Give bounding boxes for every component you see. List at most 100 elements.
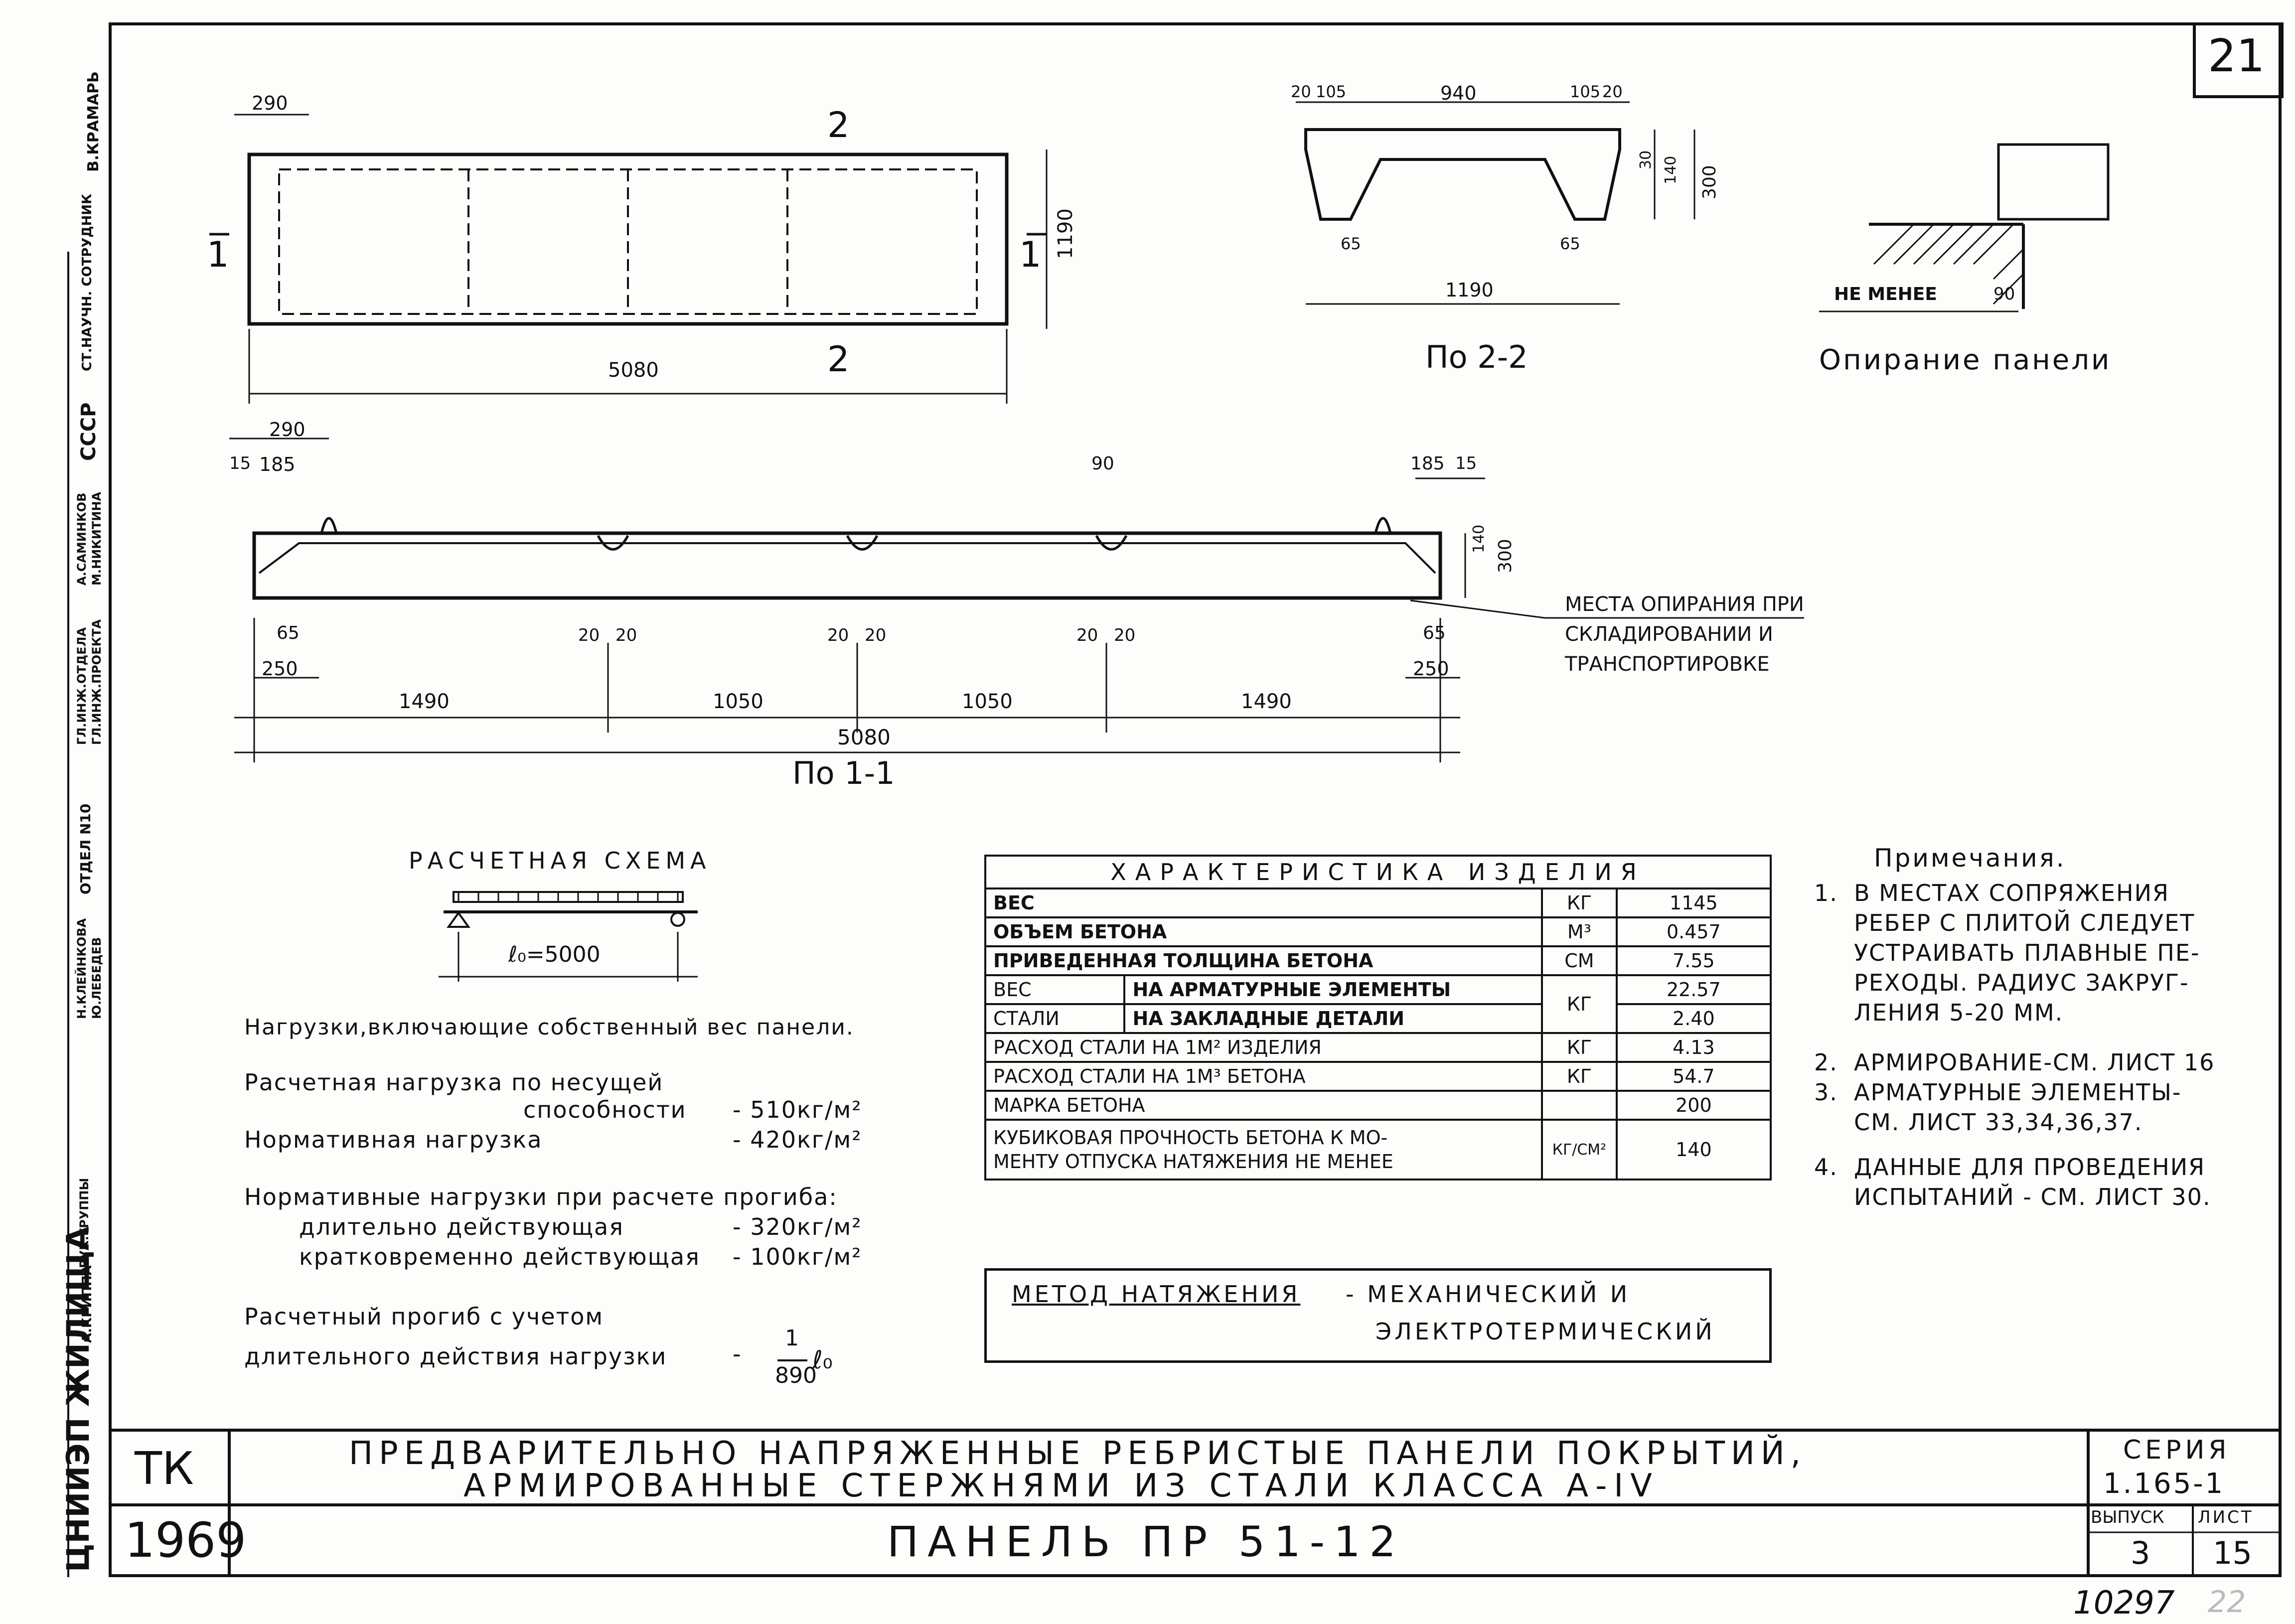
table-row: СТАЛИ НА ЗАКЛАДНЫЕ ДЕТАЛИ 2.40 bbox=[984, 1003, 1772, 1034]
notes-title: Примечания. bbox=[1874, 844, 2066, 873]
archive-number: 10297 bbox=[2073, 1585, 2175, 1622]
s22-dim-140: 140 bbox=[1662, 155, 1680, 184]
s11-dim-15b: 15 bbox=[1455, 453, 1477, 473]
s11-dim-15a: 15 bbox=[229, 453, 251, 473]
s11-span-2: 1050 bbox=[713, 690, 764, 713]
s22-dim-940: 940 bbox=[1440, 82, 1477, 104]
s22-dim-65a: 65 bbox=[1341, 234, 1361, 253]
sheet-label: ЛИСТ bbox=[2198, 1507, 2254, 1527]
s22-dim-20b: 20 bbox=[1602, 82, 1623, 101]
normative-load: Нормативная нагрузка bbox=[244, 1126, 543, 1153]
sheet-number: 21 bbox=[2208, 30, 2265, 82]
design-load-value: - 510кг/м² bbox=[733, 1096, 862, 1123]
tension-method-label: МЕТОД НАТЯЖЕНИЯ bbox=[1012, 1281, 1301, 1308]
title-line-1: ПРЕДВАРИТЕЛЬНО НАПРЯЖЕННЫЕ РЕБРИСТЫЕ ПАН… bbox=[349, 1435, 1807, 1472]
s11-caption: По 1-1 bbox=[792, 755, 895, 791]
s11-dim-65a: 65 bbox=[277, 623, 300, 643]
s11-note-2: СКЛАДИРОВАНИИ И bbox=[1565, 623, 1773, 646]
deflection-num: 1 bbox=[785, 1326, 799, 1351]
table-row: ПРИВЕДЕННАЯ ТОЛЩИНА БЕТОНА СМ 7.55 bbox=[984, 945, 1772, 976]
characteristics-table: ХАРАКТЕРИСТИКА ИЗДЕЛИЯ ВЕС КГ 1145 ОБЪЕМ… bbox=[984, 855, 1772, 1181]
s11-dim-290: 290 bbox=[269, 419, 306, 441]
note-3-l2: СМ. ЛИСТ 33,34,36,37. bbox=[1854, 1109, 2143, 1136]
design-load-l1: Расчетная нагрузка по несущей bbox=[244, 1069, 664, 1096]
long-term-value: - 320кг/м² bbox=[733, 1213, 862, 1240]
strength-l1: КУБИКОВАЯ ПРОЧНОСТЬ БЕТОНА К МО- bbox=[993, 1127, 1388, 1149]
s11-span-3: 1050 bbox=[962, 690, 1013, 713]
table-row: ОБЪЕМ БЕТОНА М³ 0.457 bbox=[984, 916, 1772, 947]
short-term: кратковременно действующая bbox=[299, 1243, 700, 1270]
title-panel-name: ПАНЕЛЬ ПР 51-12 bbox=[887, 1517, 1405, 1566]
s11-dim-20f: 20 bbox=[1114, 625, 1136, 645]
note-4-l2: ИСПЫТАНИЙ - СМ. ЛИСТ 30. bbox=[1854, 1183, 2211, 1210]
s11-span-1: 1490 bbox=[399, 690, 450, 713]
s11-dim-250a: 250 bbox=[262, 658, 298, 680]
support-caption: Опирание панели bbox=[1819, 344, 2112, 376]
title-org: ТК bbox=[135, 1443, 194, 1495]
table-row: КУБИКОВАЯ ПРОЧНОСТЬ БЕТОНА К МО- МЕНТУ О… bbox=[984, 1119, 1772, 1181]
s11-dim-20a: 20 bbox=[578, 625, 600, 645]
plan-dim-290: 290 bbox=[252, 92, 288, 114]
deflection-l2: длительного действия нагрузки bbox=[244, 1343, 667, 1370]
deflection-den: 890 bbox=[775, 1363, 817, 1388]
s11-dim-185a: 185 bbox=[259, 453, 296, 475]
deflection-suffix: ℓ₀ bbox=[812, 1345, 833, 1374]
title-year: 1969 bbox=[125, 1512, 247, 1568]
s11-dim-20e: 20 bbox=[1076, 625, 1098, 645]
table-row: ВЕС НА АРМАТУРНЫЕ ЭЛЕМЕНТЫ КГ 22.57 bbox=[984, 974, 1772, 1034]
design-load-l2: способности bbox=[523, 1096, 687, 1123]
note-3-l1: АРМАТУРНЫЕ ЭЛЕМЕНТЫ- bbox=[1854, 1079, 2182, 1106]
short-term-value: - 100кг/м² bbox=[733, 1243, 862, 1270]
s11-dim-185b: 185 bbox=[1410, 453, 1445, 474]
title-line-2: АРМИРОВАННЫЕ СТЕРЖНЯМИ ИЗ СТАЛИ КЛАССА А… bbox=[463, 1468, 1659, 1504]
s22-dim-105b: 105 bbox=[1570, 82, 1601, 101]
s11-dim-90: 90 bbox=[1091, 453, 1114, 474]
s22-caption: По 2-2 bbox=[1425, 339, 1528, 375]
s11-dim-250b: 250 bbox=[1413, 658, 1449, 680]
plan-dim-5080: 5080 bbox=[608, 359, 659, 382]
characteristics-title: ХАРАКТЕРИСТИКА ИЗДЕЛИЯ bbox=[984, 855, 1772, 889]
table-row: МАРКА БЕТОНА 200 bbox=[984, 1090, 1772, 1121]
table-row: ВЕС КГ 1145 bbox=[984, 887, 1772, 918]
table-row: РАСХОД СТАЛИ НА 1М² ИЗДЕЛИЯ КГ 4.13 bbox=[984, 1032, 1772, 1063]
s11-dim-20c: 20 bbox=[827, 625, 849, 645]
tension-method-value-1: - МЕХАНИЧЕСКИЙ И bbox=[1346, 1281, 1631, 1308]
sheet-value: 15 bbox=[2213, 1535, 2252, 1571]
s22-dim-300: 300 bbox=[1699, 165, 1720, 199]
s11-span-4: 1490 bbox=[1241, 690, 1292, 713]
design-scheme-title: РАСЧЕТНАЯ СХЕМА bbox=[409, 847, 711, 874]
s11-note-1: МЕСТА ОПИРАНИЯ ПРИ bbox=[1565, 593, 1804, 616]
deflection-dash: - bbox=[733, 1340, 741, 1367]
s11-dim-20b: 20 bbox=[615, 625, 637, 645]
plan-section-mark-2-top: 2 bbox=[827, 105, 850, 146]
plan-section-mark-1-left: 1 bbox=[207, 234, 229, 275]
loads-heading: Нагрузки,включающие собственный вес пане… bbox=[244, 1015, 854, 1040]
note-1-l1: В МЕСТАХ СОПРЯЖЕНИЯ bbox=[1854, 880, 2169, 906]
s11-dim-65b: 65 bbox=[1423, 623, 1446, 643]
plan-section-mark-2-bottom: 2 bbox=[827, 339, 850, 380]
note-2-l1: АРМИРОВАНИЕ-СМ. ЛИСТ 16 bbox=[1854, 1049, 2215, 1076]
note-3-n: 3. bbox=[1814, 1079, 1838, 1106]
s11-dim-140: 140 bbox=[1470, 524, 1488, 553]
note-2-n: 2. bbox=[1814, 1049, 1838, 1076]
s22-dim-65b: 65 bbox=[1560, 234, 1580, 253]
tension-method-value-2: ЭЛЕКТРОТЕРМИЧЕСКИЙ bbox=[1376, 1318, 1715, 1345]
issue-value: 3 bbox=[2131, 1535, 2150, 1571]
design-scheme-span: ℓ₀=5000 bbox=[508, 942, 601, 967]
support-label: НЕ МЕНЕЕ bbox=[1834, 284, 1937, 304]
issue-label: ВЫПУСК bbox=[2091, 1507, 2164, 1527]
s11-dim-20d: 20 bbox=[865, 625, 887, 645]
table-row: РАСХОД СТАЛИ НА 1М³ БЕТОНА КГ 54.7 bbox=[984, 1061, 1772, 1092]
note-1-l3: УСТРАИВАТЬ ПЛАВНЫЕ ПЕ- bbox=[1854, 939, 2200, 966]
note-1-l5: ЛЕНИЯ 5-20 ММ. bbox=[1854, 999, 2064, 1026]
support-value: 90 bbox=[1993, 284, 2015, 304]
stray-mark: 22 bbox=[2208, 1585, 2246, 1620]
normative-load-value: - 420кг/м² bbox=[733, 1126, 862, 1153]
s22-dim-1190: 1190 bbox=[1445, 279, 1494, 301]
note-1-n: 1. bbox=[1814, 880, 1838, 906]
series-label: СЕРИЯ bbox=[2123, 1435, 2231, 1465]
long-term: длительно действующая bbox=[299, 1213, 624, 1240]
s22-dim-30: 30 bbox=[1637, 150, 1655, 169]
note-1-l2: РЕБЕР С ПЛИТОЙ СЛЕДУЕТ bbox=[1854, 909, 2195, 936]
